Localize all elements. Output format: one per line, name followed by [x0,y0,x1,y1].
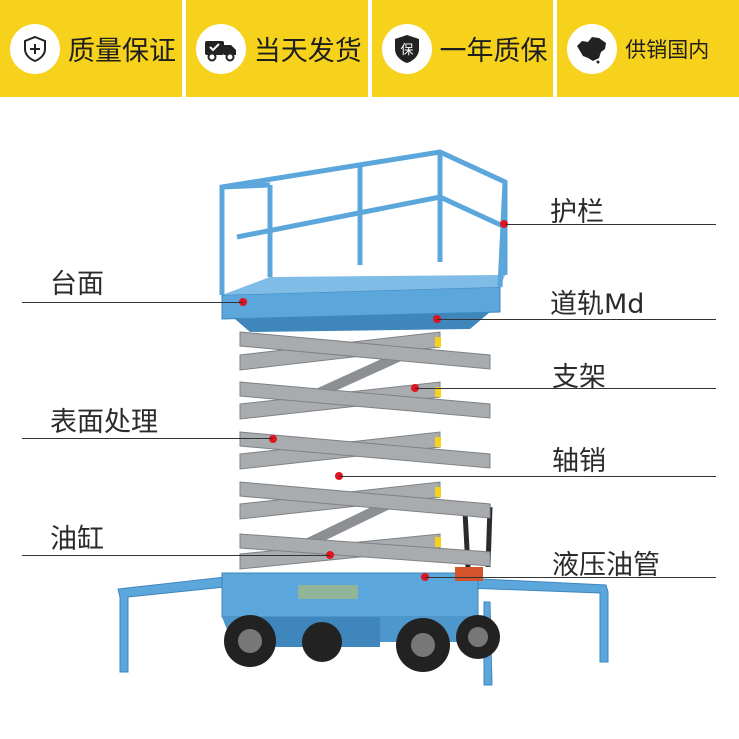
badge-quality: 质量保证 [0,0,182,97]
feature-badge-bar: 质量保证 当天发货 保 一年质保 供 [0,0,739,97]
scissor-arms [239,331,491,570]
railing [219,149,508,295]
label-cylinder: 油缸 [50,524,104,555]
wheels [224,615,500,672]
badge-domestic: 供销国内 [557,0,739,97]
leader-hose [425,577,716,578]
leader-guide-rail [437,319,716,320]
badge-delivery: 当天发货 [185,0,368,97]
shield-plus-icon [10,23,60,74]
scissor-lift-illustration [117,149,609,686]
leader-railing [505,224,716,225]
leader-cylinder [22,555,330,556]
marker-surface [269,435,277,443]
badge-quality-text: 质量保证 [68,36,176,67]
badge-delivery-text: 当天发货 [253,36,362,67]
warranty-icon-text: 保 [400,43,413,58]
leader-platform [22,302,243,303]
marker-cylinder [326,551,334,559]
badge-domestic-text: 供销国内 [625,37,710,62]
platform [221,275,505,332]
marker-platform [239,298,247,306]
label-frame: 支架 [552,362,606,393]
delivery-truck-icon [195,23,246,74]
marker-railing [500,220,508,228]
label-pin: 轴销 [552,446,606,477]
lift-diagram: 护栏 台面 道轨Md 支架 表面处理 轴销 油缸 液压油管 [0,97,739,739]
leader-pin [339,476,716,477]
badge-warranty-text: 一年质保 [439,36,548,67]
badge-warranty: 保 一年质保 [371,0,554,97]
label-surface: 表面处理 [50,407,158,438]
label-railing: 护栏 [550,197,604,228]
china-map-icon [567,23,618,74]
label-guide-rail: 道轨Md [550,289,645,320]
label-hose: 液压油管 [552,550,660,581]
warranty-shield-icon: 保 [381,23,432,74]
label-platform: 台面 [50,269,104,300]
arm-end-caps [435,337,441,547]
leader-surface [22,438,273,439]
leader-frame [415,388,716,389]
